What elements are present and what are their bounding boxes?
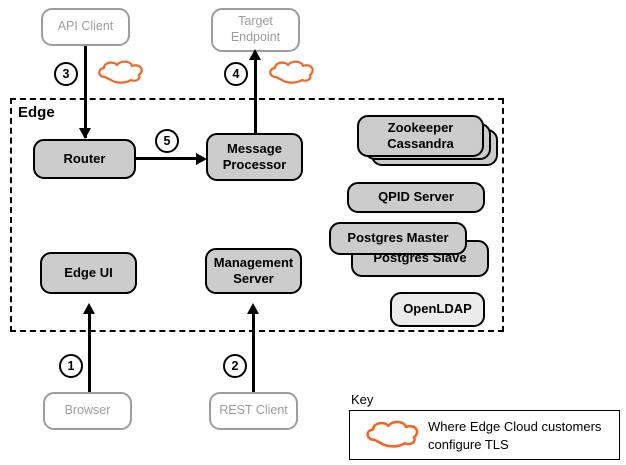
node-api-client-label: API Client xyxy=(57,19,114,34)
step-badge-1: 1 xyxy=(59,354,83,378)
connector-api-client-to-router-arrowhead xyxy=(78,128,91,139)
connector-rest-client-to-management-server-arrowhead xyxy=(246,303,259,314)
node-zookeeper-label: Zookeeper xyxy=(387,119,454,135)
node-qpid-server: QPID Server xyxy=(347,182,485,213)
step-badge-5-label: 5 xyxy=(163,133,171,148)
node-zookeeper-cassandra-stack-front: Zookeeper Cassandra xyxy=(357,115,484,157)
step-badge-5: 5 xyxy=(155,129,179,153)
connector-router-to-message-processor-arrowhead xyxy=(196,152,207,165)
step-badge-3: 3 xyxy=(54,62,78,86)
node-management-server: Management Server xyxy=(205,248,302,294)
step-badge-4: 4 xyxy=(224,62,248,86)
edge-boundary xyxy=(10,98,504,332)
node-target-endpoint-label-line1: Target xyxy=(238,14,273,29)
node-browser: Browser xyxy=(43,392,132,430)
node-openldap-label: OpenLDAP xyxy=(403,301,472,317)
node-target-endpoint-label-line2: Endpoint xyxy=(230,30,281,44)
node-rest-client-label: REST Client xyxy=(219,403,288,418)
step-badge-3-label: 3 xyxy=(62,66,70,81)
node-message-processor-label-line2: Processor xyxy=(222,157,287,172)
node-qpid-server-label: QPID Server xyxy=(378,189,454,205)
node-management-server-label-line1: Management xyxy=(213,254,294,270)
node-browser-label: Browser xyxy=(64,403,111,418)
step-badge-4-label: 4 xyxy=(232,66,240,81)
key-entry-text: Where Edge Cloud customers configure TLS xyxy=(428,418,616,453)
node-cassandra-label: Cassandra xyxy=(387,136,454,151)
node-edge-ui: Edge UI xyxy=(40,252,137,294)
step-badge-2-label: 2 xyxy=(231,358,239,373)
node-management-server-label-line2: Server xyxy=(233,271,274,286)
connector-browser-to-edge-ui xyxy=(88,313,91,397)
tls-cloud-icon-3 xyxy=(95,60,147,84)
node-rest-client: REST Client xyxy=(209,392,298,430)
node-router-label: Router xyxy=(63,150,106,166)
connector-api-client-to-router xyxy=(84,46,87,138)
step-badge-1-label: 1 xyxy=(67,358,75,373)
key-entry-line1: Where Edge Cloud customers xyxy=(428,419,602,434)
node-target-endpoint: Target Endpoint xyxy=(211,8,300,52)
connector-router-to-message-processor xyxy=(136,157,198,160)
tls-cloud-icon-key xyxy=(362,420,424,448)
node-postgres-master: Postgres Master xyxy=(329,222,467,255)
edge-boundary-label: Edge xyxy=(18,104,55,121)
node-edge-ui-label: Edge UI xyxy=(64,264,113,280)
step-badge-2: 2 xyxy=(223,354,247,378)
node-api-client: API Client xyxy=(41,8,130,46)
tls-cloud-icon-4 xyxy=(266,60,318,84)
connector-rest-client-to-management-server xyxy=(252,313,255,397)
node-router: Router xyxy=(33,139,136,179)
node-openldap: OpenLDAP xyxy=(390,292,485,327)
node-message-processor: Message Processor xyxy=(206,133,303,181)
node-postgres-master-label: Postgres Master xyxy=(347,230,449,246)
connector-browser-to-edge-ui-arrowhead xyxy=(82,303,95,314)
key-title: Key xyxy=(351,392,374,407)
key-entry-line2: configure TLS xyxy=(428,436,509,452)
connector-message-processor-to-target-arrowhead xyxy=(248,49,261,60)
node-message-processor-label-line1: Message xyxy=(227,140,282,156)
